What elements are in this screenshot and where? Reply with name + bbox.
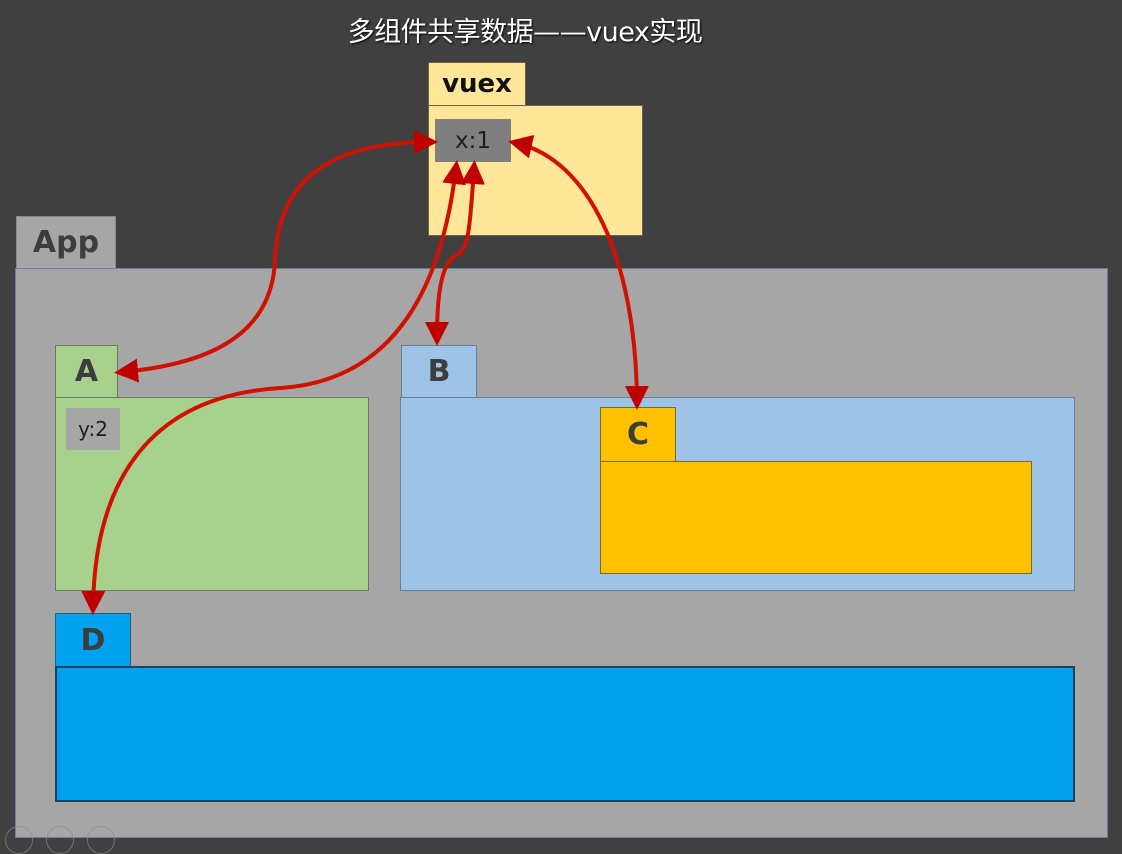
arrow-vuex-c: [508, 134, 649, 410]
component-d-box: [55, 666, 1075, 802]
vuex-state-x: x:1: [435, 119, 511, 162]
vuex-label: vuex: [442, 69, 512, 99]
slide-title: 多组件共享数据——vuex实现: [347, 17, 703, 48]
component-c-label: C: [626, 417, 650, 452]
component-c-tab: C: [600, 407, 676, 462]
vuex-tab: vuex: [428, 62, 526, 106]
arrow-vuex-b: [425, 160, 485, 346]
more-icon[interactable]: [87, 826, 115, 854]
arrow-vuex-d: [81, 160, 467, 615]
zoom-icon[interactable]: [5, 826, 33, 854]
component-c-box: [600, 461, 1032, 574]
keyboard-icon[interactable]: [46, 826, 74, 854]
arrow-vuex-a: [114, 130, 438, 383]
component-d-label: D: [80, 622, 106, 658]
